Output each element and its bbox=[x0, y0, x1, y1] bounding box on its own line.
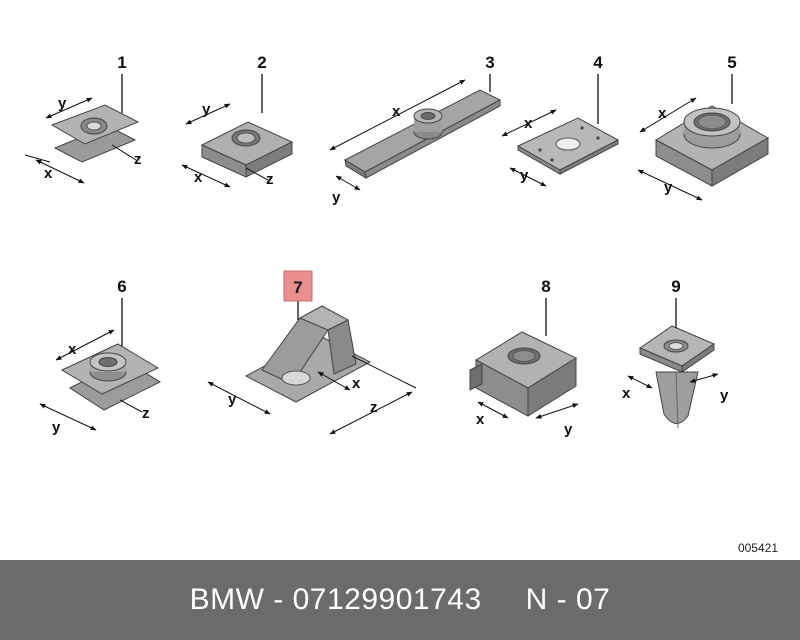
reference-code: 005421 bbox=[737, 541, 778, 555]
dim-label-x: x bbox=[476, 411, 485, 428]
callout-4: 4 bbox=[593, 53, 603, 72]
part-2-square-nut bbox=[181, 74, 294, 188]
part-4-thin-plate bbox=[501, 74, 620, 187]
part-9-plug-nut bbox=[627, 298, 719, 429]
dim-label-z: z bbox=[266, 171, 274, 188]
dim-label-x: x bbox=[658, 105, 667, 122]
dim-label-y: y bbox=[332, 189, 341, 206]
callout-5: 5 bbox=[727, 53, 736, 72]
highlight-box bbox=[283, 270, 313, 302]
part-5-large-square-nut bbox=[637, 74, 770, 201]
dim-label-z: z bbox=[370, 399, 378, 416]
part-1-clip-nut bbox=[24, 74, 140, 184]
callout-6: 6 bbox=[117, 277, 126, 296]
dim-label-y: y bbox=[520, 167, 529, 184]
callout-2: 2 bbox=[257, 53, 266, 72]
dim-label-z: z bbox=[142, 405, 150, 422]
dim-label-y: y bbox=[202, 101, 211, 118]
part-code: BMW - 07129901743 bbox=[189, 583, 482, 616]
footer-bar: BMW - 07129901743 N - 07 bbox=[0, 560, 800, 640]
callout-9: 9 bbox=[671, 277, 680, 296]
callout-7: 7 bbox=[293, 278, 302, 297]
dim-label-y: y bbox=[58, 95, 67, 112]
part-6-clip-nut bbox=[39, 298, 162, 431]
part-8-cage-nut bbox=[469, 298, 579, 419]
dim-label-x: x bbox=[194, 169, 203, 186]
callout-1: 1 bbox=[117, 53, 126, 72]
dim-label-y: y bbox=[52, 419, 61, 436]
dim-label-y: y bbox=[664, 179, 673, 196]
dim-label-y: y bbox=[564, 421, 573, 438]
dim-label-y: y bbox=[228, 391, 237, 408]
dim-label-x: x bbox=[392, 103, 401, 120]
callout-8: 8 bbox=[541, 277, 550, 296]
part-3-plate-nut bbox=[329, 74, 502, 191]
dim-label-x: x bbox=[352, 375, 361, 392]
dim-label-x: x bbox=[622, 385, 631, 402]
dim-label-x: x bbox=[524, 115, 533, 132]
page-number: N - 07 bbox=[525, 583, 611, 616]
callout-3: 3 bbox=[485, 53, 494, 72]
dim-label-x: x bbox=[44, 165, 53, 182]
dim-label-x: x bbox=[68, 341, 77, 358]
part-7-spring-nut bbox=[207, 300, 417, 435]
dim-label-z: z bbox=[134, 151, 142, 168]
parts-diagram: 1 2 3 4 5 6 7 8 9 y x z y x z x y x y x … bbox=[24, 53, 770, 438]
dim-label-y: y bbox=[720, 387, 729, 404]
